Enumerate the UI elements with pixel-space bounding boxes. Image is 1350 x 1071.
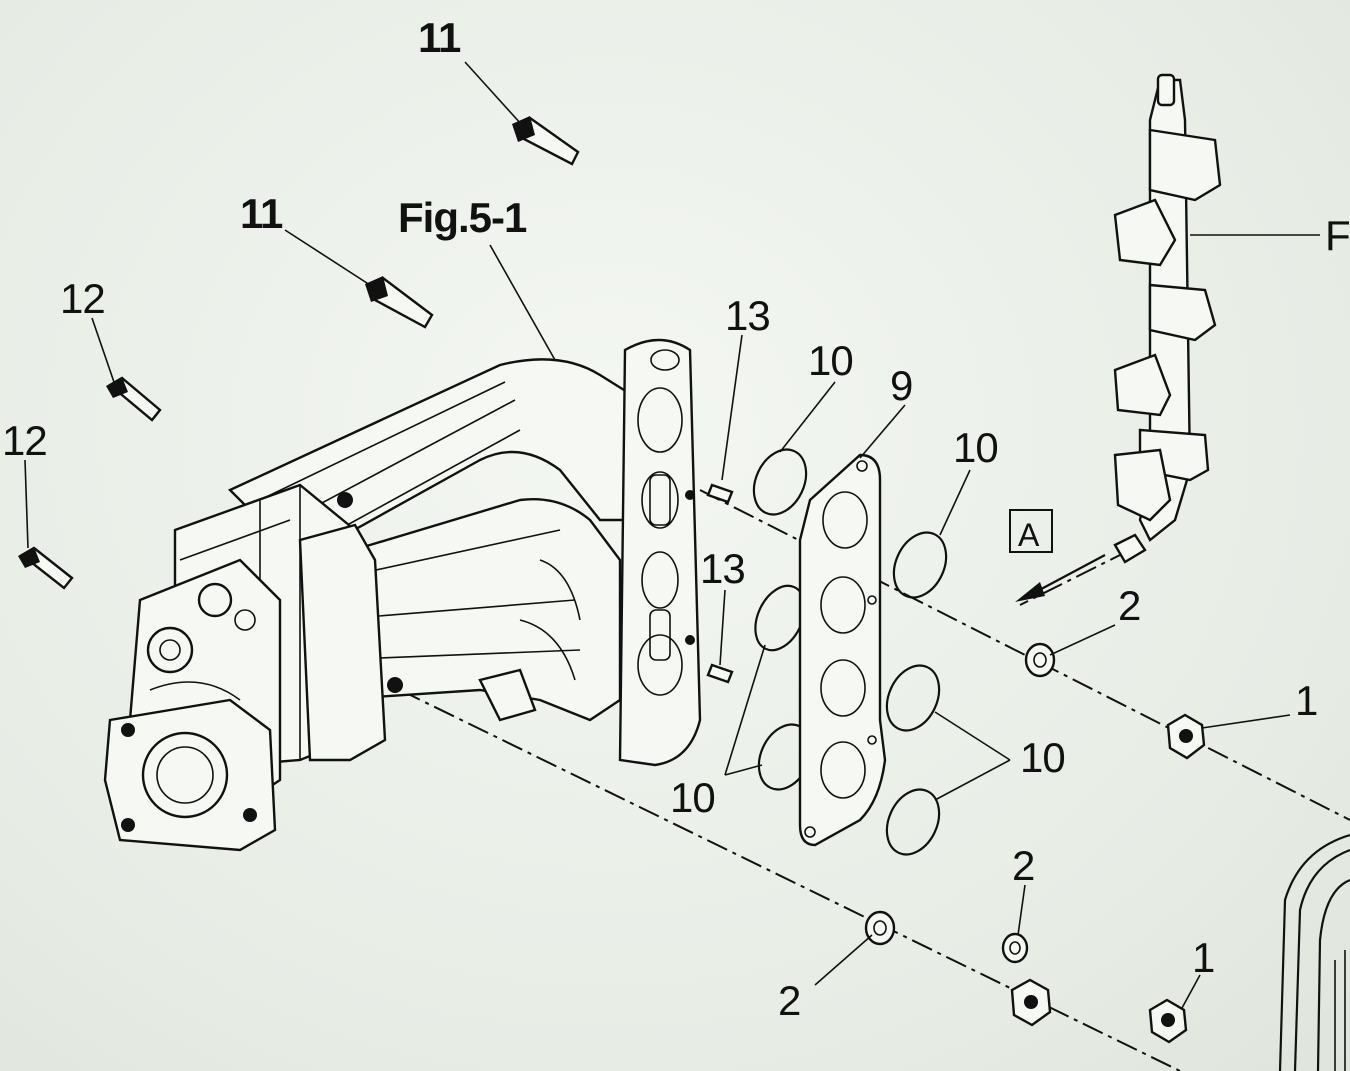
nuts bbox=[1010, 713, 1206, 1044]
label-2-upper: 2 bbox=[1118, 582, 1140, 629]
reference-box-a: A bbox=[1009, 509, 1053, 553]
o-ring-6 bbox=[885, 788, 941, 856]
dowel-pin-lower bbox=[706, 663, 734, 684]
partial-component-bottom-right bbox=[1278, 833, 1350, 1071]
direction-arrow bbox=[1015, 554, 1106, 602]
label-2-lower-mid: 2 bbox=[1012, 842, 1034, 889]
callout-labels: 11 11 Fig.5-1 12 12 13 10 9 10 13 10 10 … bbox=[2, 14, 1350, 1024]
reference-box-label: A bbox=[1018, 517, 1040, 553]
label-10-right-pair: 10 bbox=[1020, 734, 1065, 781]
label-f-edge: F bbox=[1325, 212, 1350, 259]
leader-lines bbox=[24, 61, 1291, 1009]
label-10-upper: 10 bbox=[808, 337, 853, 384]
fuel-rail-injectors bbox=[1113, 73, 1320, 564]
washers bbox=[864, 642, 1056, 964]
label-13-lower: 13 bbox=[700, 545, 745, 592]
bolts bbox=[365, 116, 580, 329]
washer-upper bbox=[1024, 642, 1056, 678]
washer-lower-left bbox=[864, 910, 896, 946]
label-2-lower-left: 2 bbox=[778, 977, 800, 1024]
washer-lower-mid bbox=[1001, 932, 1029, 964]
label-11-mid: 11 bbox=[240, 190, 283, 237]
label-12-bottom: 12 bbox=[2, 417, 47, 464]
label-13-upper: 13 bbox=[725, 292, 770, 339]
o-ring-5 bbox=[885, 664, 941, 732]
label-1-lower: 1 bbox=[1192, 934, 1214, 981]
figure-reference-label: Fig.5-1 bbox=[398, 194, 527, 241]
label-9: 9 bbox=[890, 362, 912, 409]
o-ring-1 bbox=[752, 448, 808, 516]
label-11-top: 11 bbox=[418, 14, 461, 61]
o-ring-4 bbox=[892, 531, 948, 599]
studs bbox=[18, 376, 162, 590]
label-1-upper: 1 bbox=[1295, 677, 1317, 724]
manifold-gasket bbox=[798, 453, 887, 847]
label-10-right: 10 bbox=[953, 424, 998, 471]
label-10-left-pair: 10 bbox=[670, 774, 715, 821]
label-12-top: 12 bbox=[60, 275, 105, 322]
dowel-pin-upper bbox=[706, 483, 734, 504]
intake-manifold bbox=[103, 338, 702, 852]
